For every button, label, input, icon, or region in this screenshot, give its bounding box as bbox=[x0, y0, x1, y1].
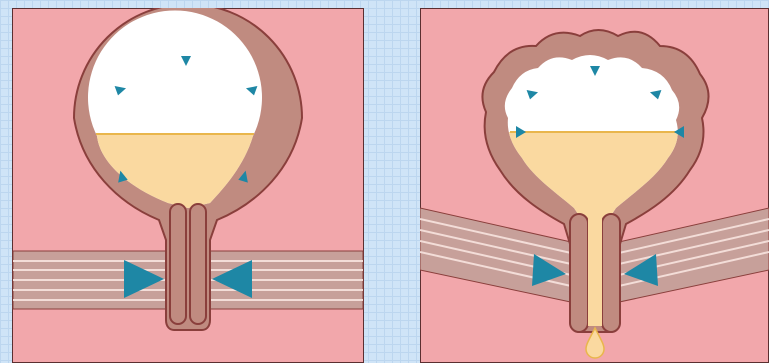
panel-voiding-svg bbox=[420, 8, 769, 363]
panel-relaxed-bladder bbox=[12, 8, 364, 363]
panel-voiding-bladder bbox=[420, 8, 769, 363]
panel-relaxed-svg bbox=[12, 8, 364, 363]
urine-stream bbox=[588, 214, 602, 326]
urethra-open bbox=[570, 214, 620, 332]
